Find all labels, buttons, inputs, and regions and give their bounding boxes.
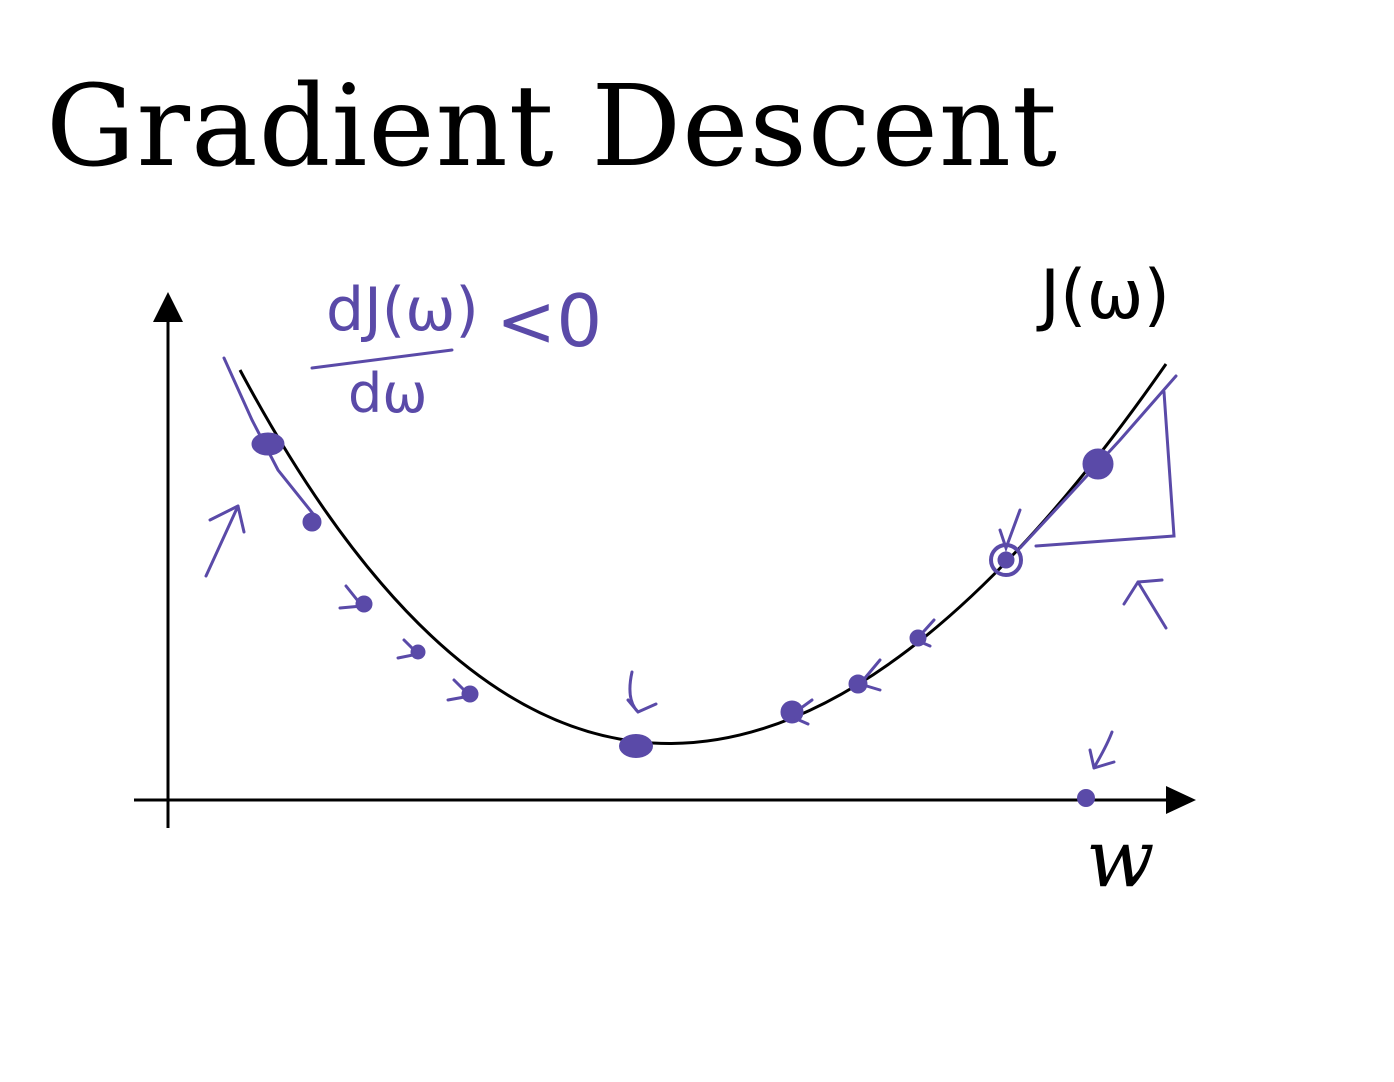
axes [134, 292, 1196, 828]
step-arrow [998, 508, 1022, 553]
arrow-down-left-icon [626, 670, 658, 714]
function-label: J(ω) [1036, 256, 1170, 335]
slope-triangle [1034, 390, 1176, 548]
fraction-bar [310, 348, 454, 370]
right-steps [780, 448, 1114, 726]
initial-point [1077, 789, 1095, 807]
arrow-down-left-icon [1088, 730, 1116, 770]
step-arrow [338, 584, 365, 610]
derivative-numerator: dJ(ω) [326, 275, 479, 345]
step-point [997, 551, 1015, 569]
step-arrow [396, 638, 422, 660]
arrow-up-icon [1122, 578, 1168, 630]
step-arrow [446, 678, 474, 702]
step-arrow [857, 658, 882, 692]
step-point [1082, 448, 1114, 480]
y-axis-arrowhead [153, 292, 183, 322]
left-steps [251, 432, 479, 703]
step-point [251, 432, 285, 456]
x-axis-arrowhead [1166, 786, 1196, 814]
arrow-up-icon [204, 504, 246, 578]
step-arrow [787, 698, 814, 726]
derivative-annotation: dJ(ω) dω <0 [310, 275, 602, 425]
step-point [780, 700, 804, 724]
slide-title: Gradient Descent [46, 62, 1059, 192]
derivative-denominator: dω [348, 362, 428, 425]
minimum-point [619, 734, 653, 758]
step-arrow [913, 618, 936, 648]
x-axis-label: w [1086, 812, 1154, 905]
derivative-relation: <0 [496, 279, 602, 363]
step-point [302, 512, 322, 532]
